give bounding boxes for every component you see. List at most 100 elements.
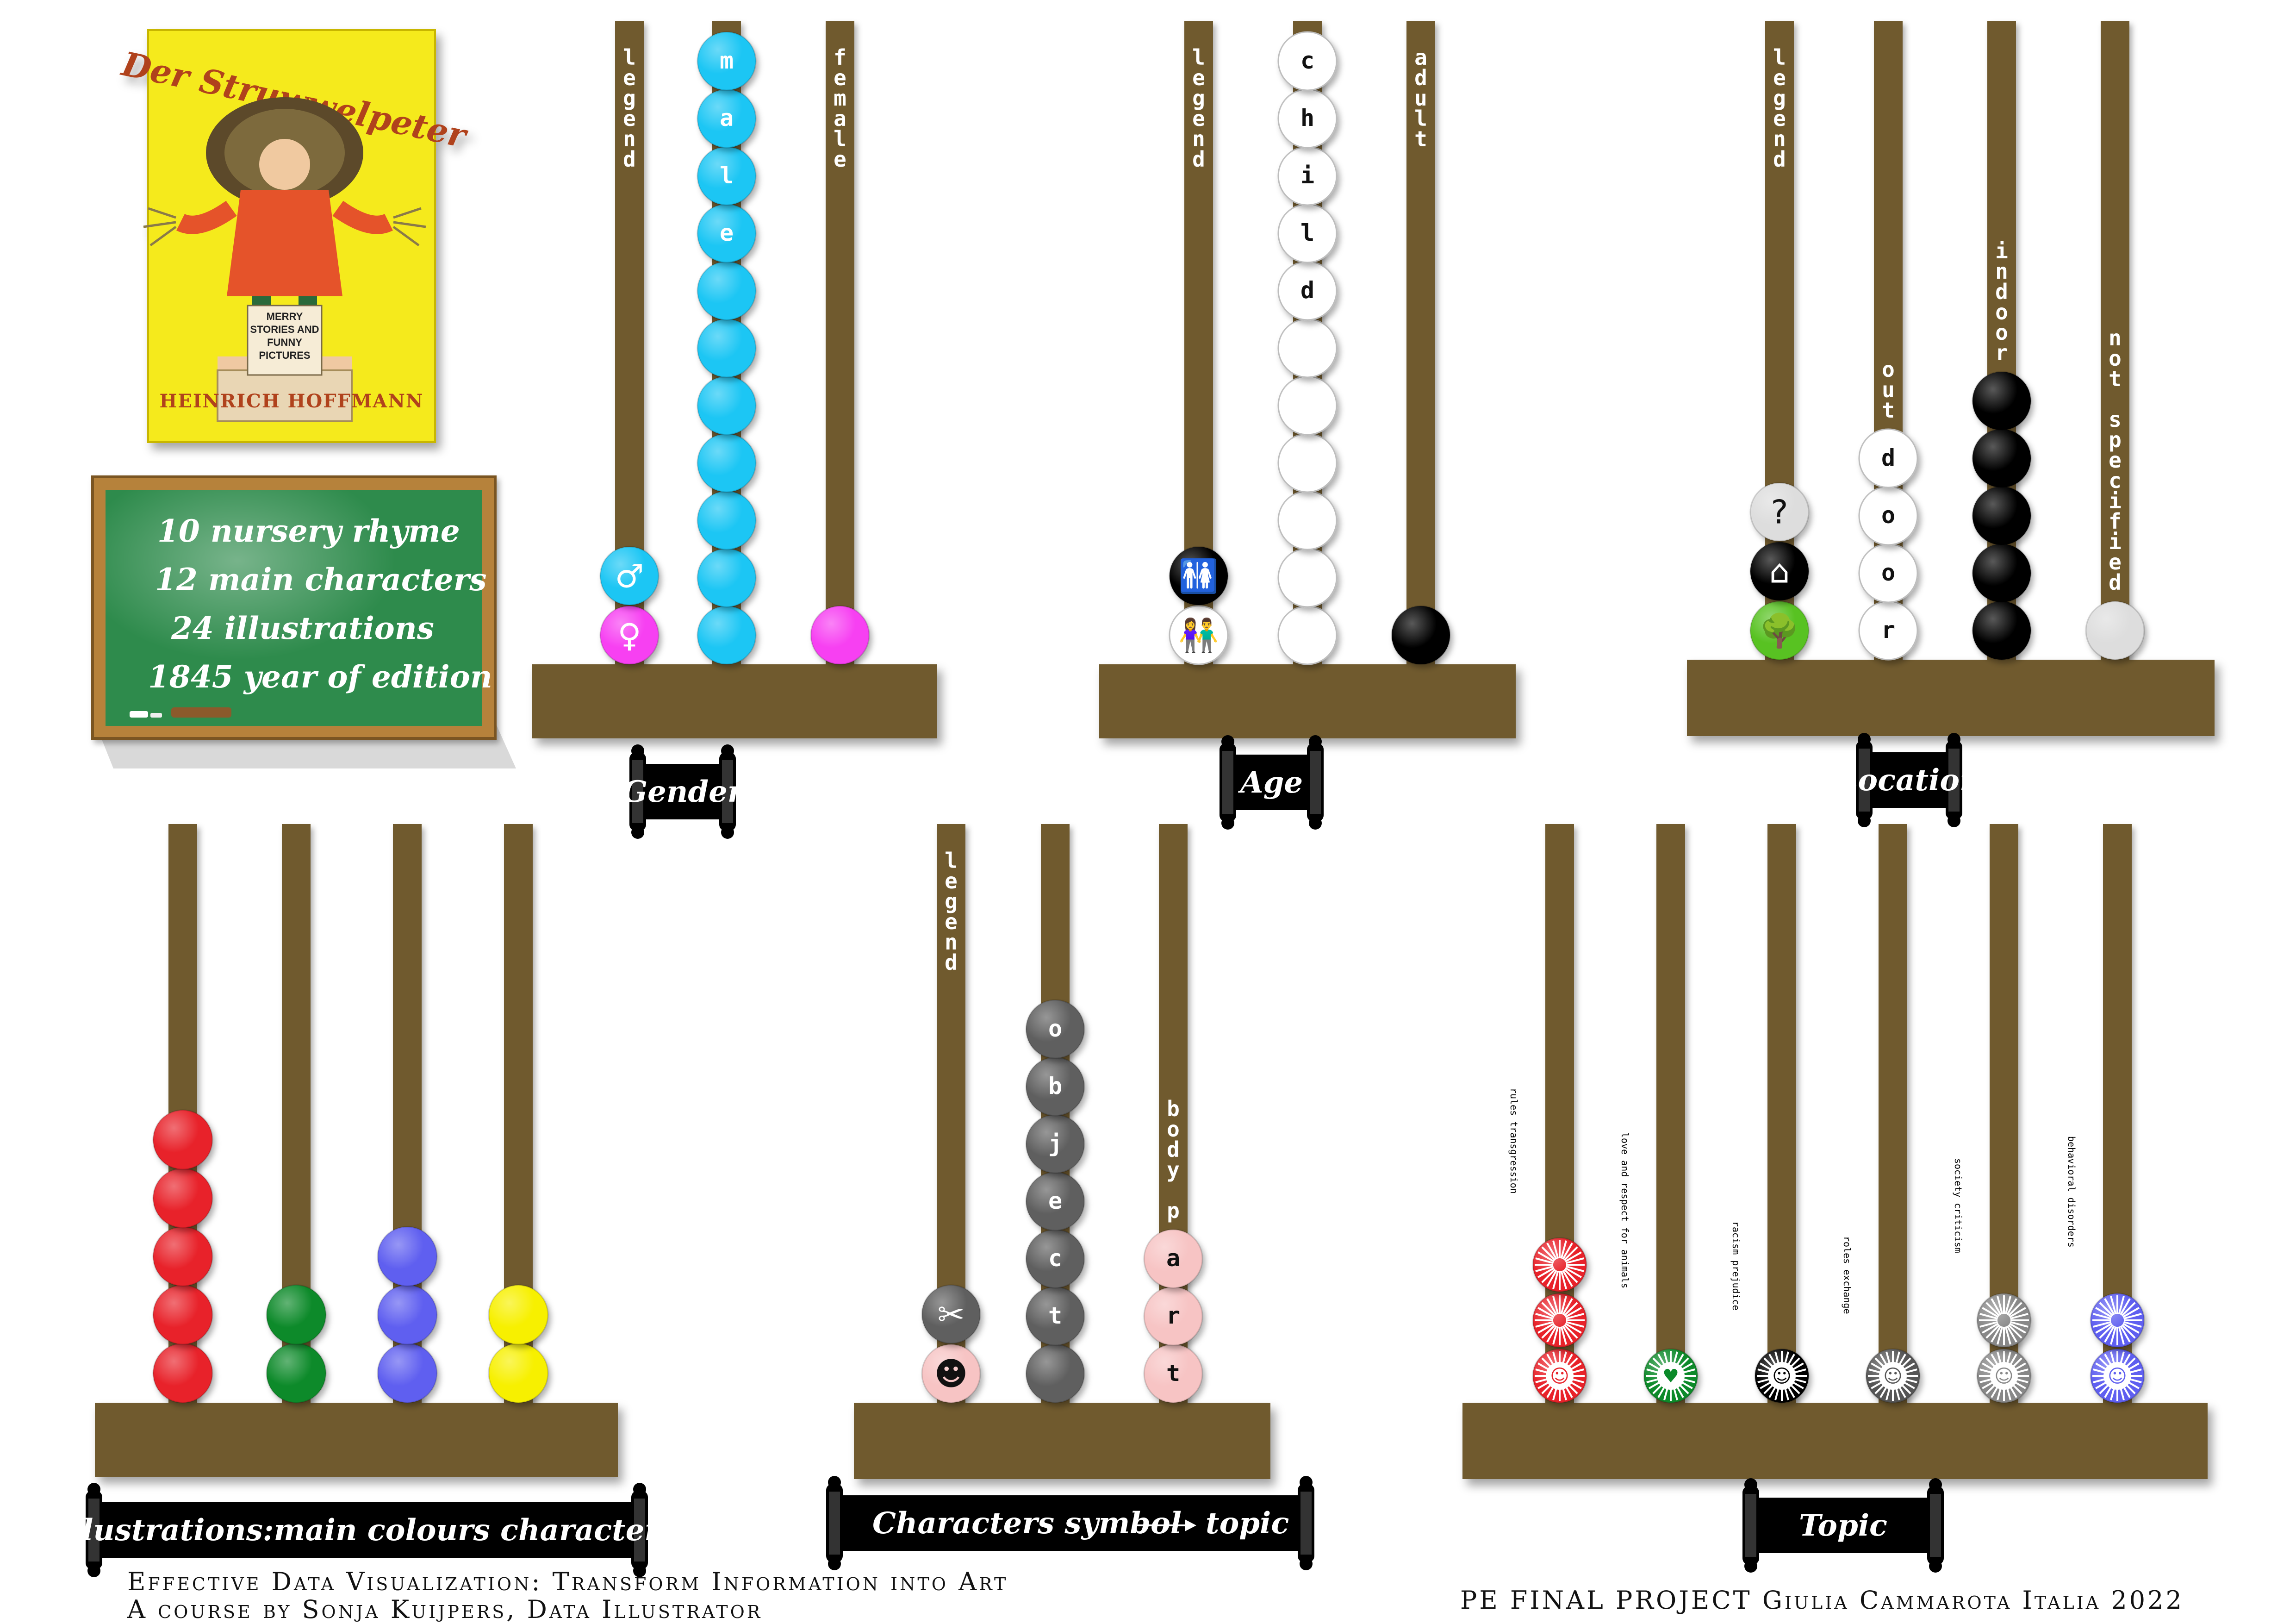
- course-author: A course by Sonja Kuijpers, Data Illustr…: [127, 1595, 762, 1624]
- racism-icon-glyph: ☺: [1772, 1366, 1792, 1387]
- starburst-pattern: [2118, 1326, 2125, 1345]
- starburst-pattern: [1985, 1324, 2000, 1339]
- starburst-pattern: [1985, 1302, 2000, 1317]
- banner-label: Location: [1836, 763, 1981, 798]
- banner-suffix: topic: [1206, 1506, 1289, 1541]
- starburst-pattern: [1537, 1251, 1555, 1262]
- starburst-pattern: [2110, 1326, 2117, 1345]
- abacus-rod: [2101, 21, 2129, 664]
- project-credit: PE FINAL PROJECT Giulia Cammarota Italia…: [1460, 1586, 2184, 1615]
- starburst-pattern: [1979, 1321, 1998, 1328]
- bead-letter: l: [1300, 219, 1314, 246]
- starburst-pattern: [2121, 1302, 2136, 1317]
- society-icon-glyph: ☺: [1994, 1366, 2014, 1387]
- starburst-pattern: [2104, 1298, 2115, 1315]
- heart-icon-glyph: ♥: [1662, 1366, 1679, 1387]
- starburst-pattern: [1546, 1325, 1557, 1343]
- bead-letter: m: [720, 47, 734, 74]
- starburst-pattern: [1552, 1271, 1559, 1289]
- abacus-rod: [826, 21, 854, 669]
- starburst-pattern: [1541, 1246, 1556, 1261]
- starburst-pattern: [2123, 1321, 2142, 1328]
- starburst-pattern: [1997, 1326, 2004, 1345]
- book-cover: Der Struwwelpeter MERRY STORIES AND FUNN…: [118, 29, 472, 443]
- course-title: Effective Data Visualization: Transform …: [127, 1567, 1008, 1596]
- heart-icon: [1657, 1362, 1685, 1390]
- bead-letter: l: [720, 162, 734, 189]
- bead-letter: a: [720, 105, 734, 131]
- category-banner: Topic: [1742, 1478, 1944, 1573]
- house-icon: ⌂: [1769, 553, 1790, 591]
- starburst-pattern: [1562, 1243, 1573, 1260]
- starburst-pattern: [1560, 1240, 1567, 1259]
- banner-label: Characters symbol: [872, 1506, 1182, 1541]
- book-pedestal-text: MERRY STORIES AND FUNNY PICTURES: [250, 311, 319, 361]
- starburst-pattern: [1537, 1323, 1555, 1334]
- starburst-pattern: [1565, 1267, 1582, 1278]
- starburst-pattern: [1541, 1324, 1556, 1339]
- starburst-pattern: [1563, 1246, 1578, 1261]
- starburst-pattern: [1566, 1321, 1584, 1328]
- starburst-pattern: [2095, 1323, 2112, 1334]
- abacus-rod: [1879, 824, 1907, 1407]
- abacus-rod: [1656, 824, 1685, 1407]
- starburst-pattern: [1563, 1268, 1578, 1283]
- bead-letter: e: [1048, 1187, 1062, 1214]
- adults-icon: 🚻: [1178, 557, 1219, 595]
- bead-letter: o: [1881, 502, 1895, 529]
- starburst-pattern: [2008, 1324, 2022, 1339]
- bead-letter: d: [1881, 444, 1895, 471]
- topic-label: behavioral disorders: [2066, 1136, 2077, 1248]
- scissors-icon: ✂: [938, 1296, 965, 1334]
- topic-label: society criticism: [1953, 1158, 1964, 1253]
- bead-letter: d: [1300, 277, 1314, 304]
- abacus-base: [854, 1403, 1270, 1479]
- starburst-pattern: [2006, 1325, 2017, 1343]
- bead-letter: t: [1048, 1302, 1062, 1329]
- starburst-pattern: [2099, 1302, 2114, 1317]
- banner-label: Gender: [622, 775, 745, 809]
- starburst-pattern: [2122, 1323, 2140, 1334]
- starburst-pattern: [1991, 1325, 2002, 1343]
- topic-label: love and respect for animals: [1619, 1132, 1630, 1288]
- category-banner: Gender: [622, 744, 745, 839]
- bead-letter: b: [1048, 1073, 1062, 1099]
- starburst-pattern: [1565, 1251, 1582, 1262]
- bead-letter: o: [1048, 1015, 1062, 1042]
- roles-icon-glyph: ☺: [1883, 1366, 1903, 1387]
- starburst-pattern: [1552, 1326, 1559, 1345]
- bead-letter: j: [1048, 1130, 1062, 1157]
- starburst-pattern: [2095, 1307, 2112, 1318]
- bead-letter: r: [1881, 617, 1895, 643]
- starburst-pattern: [1563, 1324, 1578, 1339]
- starburst-pattern: [1982, 1307, 1999, 1318]
- starburst-pattern: [1560, 1271, 1567, 1289]
- starburst-pattern: [1552, 1240, 1559, 1259]
- category-banner: Illustrations:main colours characters: [56, 1483, 677, 1577]
- abacus-topic: ☺rules transgression♥love and respect fo…: [1462, 824, 2208, 1573]
- bead-letter: t: [1166, 1360, 1180, 1387]
- topic-label: racism prejudice: [1730, 1221, 1742, 1311]
- bead-letter: r: [1166, 1302, 1180, 1329]
- starburst-pattern: [2093, 1313, 2111, 1320]
- starburst-pattern: [1979, 1313, 1998, 1320]
- starburst-pattern: [2104, 1325, 2115, 1343]
- abacus-rod: [1406, 21, 1435, 669]
- starburst-pattern: [2099, 1324, 2114, 1339]
- society-icon: [1990, 1362, 2018, 1390]
- starburst-pattern: [2121, 1324, 2136, 1339]
- starburst-pattern: [2122, 1307, 2140, 1318]
- starburst-pattern: [1541, 1268, 1556, 1283]
- starburst-pattern: [1535, 1265, 1554, 1272]
- starburst-pattern: [1566, 1257, 1584, 1264]
- starburst-pattern: [1562, 1298, 1573, 1315]
- bead-letter: a: [1166, 1245, 1180, 1272]
